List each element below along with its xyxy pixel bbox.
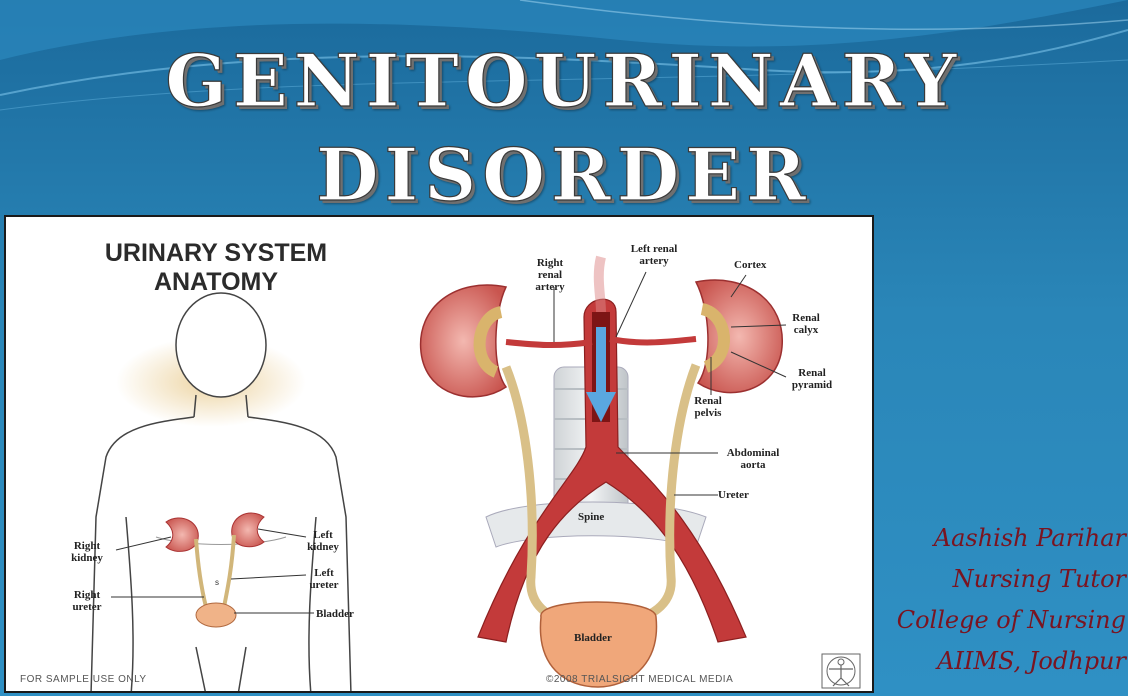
urinary-system-illustration: s [90,255,787,691]
label-cortex: Cortex [734,259,767,271]
anatomy-diagram-panel: s [4,215,874,693]
author-location: AIIMS, Jodhpur [937,647,1126,675]
author-role: Nursing Tutor [952,565,1126,593]
author-institution: College of Nursing [896,606,1126,634]
label-renal-pelvis: Renal pelvis [694,395,722,419]
label-spine: Spine [578,511,605,523]
right-leader-lines [553,271,787,496]
label-left-ureter: Left ureter [309,567,339,591]
label-left-renal-artery: Left renal artery [630,243,678,267]
label-bladder-small: Bladder [316,608,354,620]
small-kidneys: s [165,512,265,628]
diagram-heading-line-2: ANATOMY [153,268,279,296]
label-right-renal-artery: Right renal artery [535,257,565,293]
slide-title-line-2: DISORDER [315,131,812,217]
label-renal-pyramid: Renal pyramid [791,367,833,391]
diagram-heading: URINARY SYSTEM ANATOMY [46,239,386,297]
label-right-ureter: Right ureter [72,589,102,613]
right-kidney-large [419,284,593,398]
left-leader-lines [111,528,314,614]
label-left-kidney: Left kidney [307,529,339,553]
label-renal-calyx: Renal calyx [792,312,820,336]
body-outline [90,292,352,691]
footer-copyright: ©2008 TRIALSIGHT MEDICAL MEDIA [546,674,734,685]
label-bladder-large: Bladder [574,632,612,644]
left-kidney-large [609,279,783,394]
svg-text:s: s [215,578,219,587]
label-abdominal-aorta: Abdominal aorta [726,447,780,471]
label-ureter: Ureter [718,489,749,501]
diagram-heading-line-1: URINARY SYSTEM [104,239,328,267]
footer-sample-notice: FOR SAMPLE USE ONLY [20,674,147,685]
author-name: Aashish Parihar [933,524,1126,552]
vitruvian-logo-icon [821,653,861,689]
slide-title-line-1: GENITOURINARY [165,37,963,123]
bladder-large [539,601,658,688]
label-right-kidney: Right kidney [71,540,103,564]
